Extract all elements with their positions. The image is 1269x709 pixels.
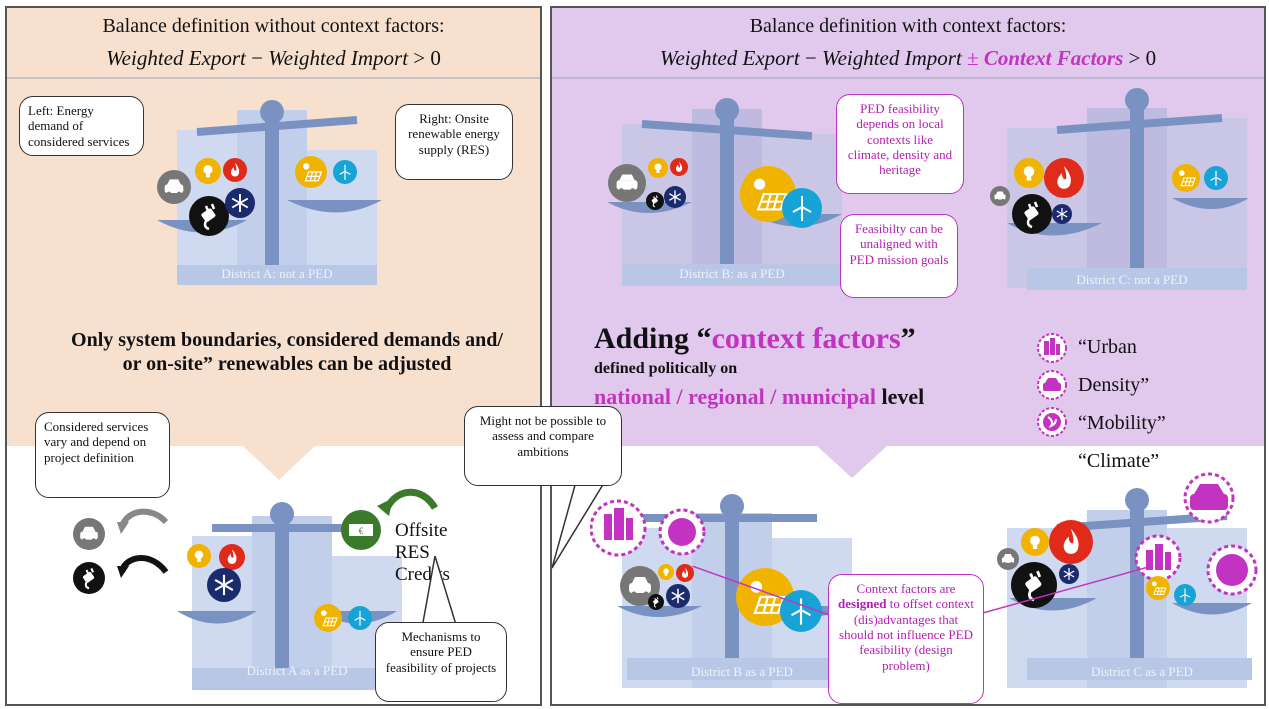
ctx-label-climate: “Climate” xyxy=(1078,450,1160,472)
district-c-bottom-label: District C as a PED xyxy=(1091,664,1193,679)
ctx-label-urban: “Urban xyxy=(1078,336,1137,358)
callout-designed: Context factors are designed to offset c… xyxy=(828,574,984,704)
levels-line: national / regional / municipal level xyxy=(594,384,925,409)
demand-icons-bottom xyxy=(187,544,245,602)
context-factor-icons xyxy=(1037,333,1067,437)
ctx-label-mobility: “Mobility” xyxy=(1078,412,1166,434)
ctx-label-density: Density” xyxy=(1078,374,1150,396)
left-panel: Balance definition without context facto… xyxy=(5,6,542,706)
left-title: Balance definition without context facto… xyxy=(102,15,445,37)
demand-icons-b-top xyxy=(608,158,688,210)
offsite-credits-icon: € xyxy=(341,488,439,550)
callout-compare: Might not be possible to assess and comp… xyxy=(464,406,622,486)
district-a-bottom-label: District A as a PED xyxy=(246,663,348,678)
adding-context-heading: Adding “context factors” xyxy=(594,322,916,355)
district-b-top-label: District B: as a PED xyxy=(679,266,785,281)
callout-mechanisms: Mechanisms to ensure PED feasibility of … xyxy=(375,622,507,702)
callout-unaligned: Feasibilty can be unaligned with PED mis… xyxy=(840,214,958,298)
pointer-mechanisms xyxy=(421,556,458,628)
context-icons-c-bottom xyxy=(1134,472,1258,606)
demand-icons-top xyxy=(157,158,255,236)
context-icons-b-bottom xyxy=(590,499,706,606)
scale-district-c-top xyxy=(1007,88,1249,290)
pointer-lines-designed xyxy=(692,566,1153,617)
callout-services-vary: Considered services vary and depend on p… xyxy=(35,412,170,498)
callout-onsite-res: Right: Onsite renewable energy supply (R… xyxy=(395,104,513,180)
res-icons-b-top xyxy=(740,166,822,228)
right-formula: Weighted Export − Weighted Import ± Cont… xyxy=(659,46,1157,70)
res-icons-c-top xyxy=(1172,164,1228,192)
scale-district-b-top xyxy=(607,98,842,286)
district-b-bottom-label: District B as a PED xyxy=(691,664,793,679)
district-c-top-label: District C: not a PED xyxy=(1076,272,1188,287)
res-icons-top xyxy=(295,156,357,188)
demand-icons-c-top xyxy=(990,158,1084,234)
right-panel: Balance definition with context factors:… xyxy=(464,6,1266,706)
callout-feasibility: PED feasibility depends on local context… xyxy=(836,94,964,194)
adjustable-text: Only system boundaries, considered deman… xyxy=(71,329,503,375)
callout-energy-demand: Left: Energy demand of considered servic… xyxy=(19,96,144,156)
right-title: Balance definition with context factors: xyxy=(749,15,1067,37)
district-a-top-label: District A: not a PED xyxy=(221,266,333,281)
removed-services xyxy=(73,508,169,594)
defined-politically: defined politically on xyxy=(594,360,738,377)
pointer-compare xyxy=(552,478,608,569)
left-formula: Weighted Export − Weighted Import > 0 xyxy=(106,46,441,70)
svg-text:€: € xyxy=(359,526,364,536)
demand-icons-b-bottom xyxy=(648,584,690,610)
